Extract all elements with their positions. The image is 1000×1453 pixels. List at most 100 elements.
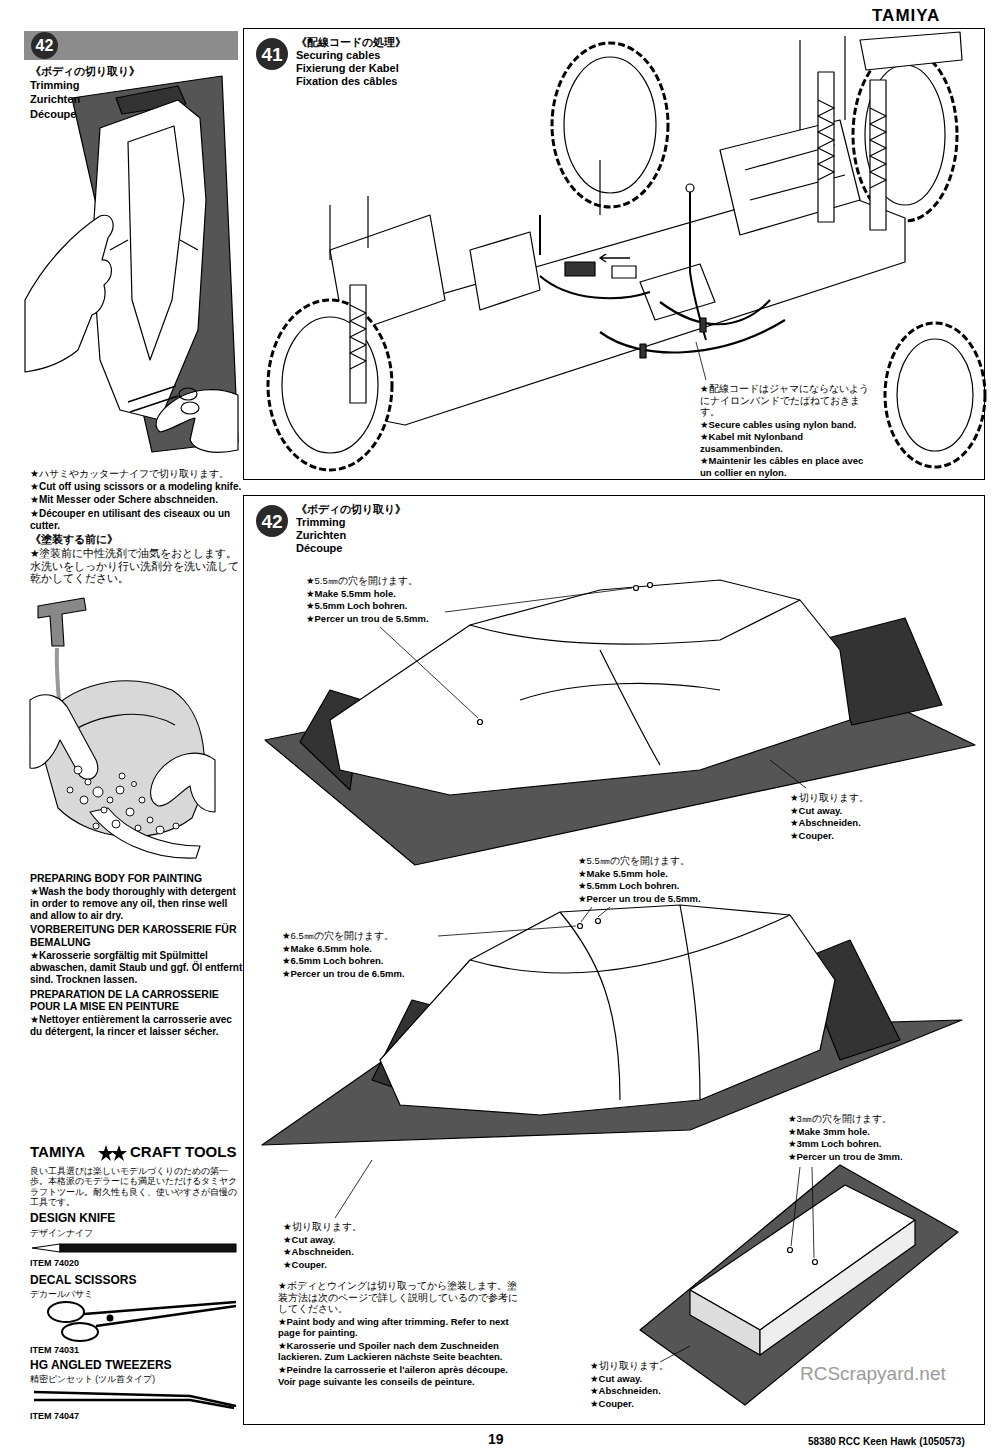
washing-illustration: [156, 826, 164, 834]
painting-note: ★Peindre la carrosserie et l'aileron apr…: [278, 1364, 518, 1387]
trimming-illustration: [128, 126, 184, 360]
body-shell-illustration: [262, 580, 975, 1405]
callout-note: ★Couper.: [590, 1398, 680, 1410]
chassis-illustration: [660, 300, 770, 324]
callout-note: ★Percer un trou de 6.5mm.: [282, 968, 437, 980]
callout-note: ★6.5㎜の穴を開けます。: [282, 930, 437, 942]
body-shell-illustration: [634, 586, 639, 591]
step-number: 41: [256, 38, 288, 70]
washing-illustration: [173, 823, 179, 829]
leader-line: [581, 907, 592, 922]
instruction-note: ★Mit Messer oder Schere abschneiden.: [30, 494, 245, 506]
tool-name: 精密ピンセット (ツル首タイプ): [30, 1374, 240, 1384]
body-shell-illustration: [380, 905, 835, 1115]
step-number: 42: [256, 505, 288, 537]
heading-text: Découpe: [296, 542, 406, 555]
callout-note: ★配線コードはジャマにならないようにナイロンバンドでたばねておきます。: [700, 383, 870, 418]
washing-illustration: [112, 820, 120, 828]
item-number: ITEM 74047: [30, 1411, 240, 1422]
body-shell-illustration: [578, 924, 583, 929]
body-shell-illustration: [813, 1260, 818, 1265]
sidebar-band: [24, 31, 238, 60]
washing-illustration: [93, 787, 103, 797]
washing-illustration: [119, 773, 125, 779]
heading-text: Trimming: [296, 516, 406, 529]
star-symbol: [98, 1145, 127, 1161]
section-heading: VORBEREITUNG DER KAROSSERIE FÜR BEMALUNG: [30, 923, 245, 949]
body-shell-illustration: [760, 1220, 915, 1355]
item-number: ITEM 74020: [30, 1258, 240, 1269]
instruction-note: ★Karosserie sorgfältig mit Spülmittel ab…: [30, 950, 245, 987]
washing-illustration: [126, 808, 134, 816]
design-knife-drawing: [32, 1244, 60, 1252]
heading-text: Fixation des câbles: [296, 75, 406, 88]
design-knife-drawing: [60, 1244, 236, 1252]
leader-line: [812, 1167, 814, 1258]
chassis-illustration: [690, 272, 706, 340]
callout-note: ★Make 3mm hole.: [788, 1126, 948, 1138]
chassis-illustration: [870, 80, 886, 230]
page-number: 19: [488, 1431, 518, 1448]
callout-note: ★6.5mm Loch bohren.: [282, 955, 437, 967]
chassis-illustration: [599, 160, 600, 215]
callout-note: ★3㎜の穴を開けます。: [788, 1113, 948, 1125]
heading-text: 《配線コードの処理》: [296, 36, 406, 49]
painting-note: ★ボディとウイングは切り取ってから塗装します。塗装方法は次のページで詳しく説明し…: [278, 1280, 518, 1315]
washing-illustration: [67, 766, 179, 834]
tool-name: デザインナイフ: [30, 1228, 240, 1238]
leader-line: [791, 1167, 800, 1246]
washing-illustration: [116, 786, 124, 794]
chassis-illustration: [470, 232, 540, 310]
section-heading: PREPARING BODY FOR PAINTING: [30, 872, 245, 885]
callout-note: ★Cut away.: [283, 1234, 403, 1246]
washing-illustration: [90, 808, 200, 858]
chassis-illustration: [640, 264, 715, 320]
heading-text: 《ボディの切り取り》: [296, 503, 406, 516]
instruction-note: ★Découper en utilisant des ciseaux ou un…: [30, 508, 245, 532]
tool-name: DESIGN KNIFE: [30, 1211, 240, 1226]
trimming-illustration: [92, 100, 206, 420]
washing-illustration: [93, 823, 99, 829]
tools-heading: CRAFT TOOLS: [130, 1143, 242, 1161]
callout-note: ★Percer un trou de 3mm.: [788, 1151, 948, 1163]
painting-note: ★Paint body and wing after trimming. Ref…: [278, 1316, 518, 1339]
chassis-illustration: [818, 72, 834, 222]
item-number: ITEM 74031: [30, 1345, 240, 1356]
step-number: 42: [31, 32, 58, 59]
callout-note: ★Couper.: [283, 1259, 403, 1271]
washing-illustration: [151, 753, 215, 812]
scissors-drawing: [48, 1302, 84, 1322]
chassis-illustration: [818, 100, 834, 180]
callout-note: ★Cut away.: [790, 805, 900, 817]
chassis-illustration: [564, 57, 656, 193]
body-shell-illustration: [648, 583, 653, 588]
tool-name: HG ANGLED TWEEZERS: [30, 1358, 240, 1373]
instruction-note: ★Wash the body thoroughly with detergent…: [30, 886, 245, 923]
step-number-text: 42: [261, 512, 282, 531]
chassis-illustration: [696, 342, 706, 380]
trimming-illustration: [110, 240, 198, 250]
painting-note: ★Karosserie und Spoiler nach dem Zuschne…: [278, 1340, 518, 1363]
chassis-illustration: [600, 254, 630, 262]
body-shell-illustration: [478, 720, 483, 725]
callout-note: ★Make 5.5mm hole.: [578, 868, 738, 880]
trimming-illustration: [179, 388, 197, 400]
watermark: RCScrapyard.net: [800, 1362, 990, 1385]
scissors-drawing: [108, 1316, 113, 1321]
chassis-illustration: [897, 339, 973, 451]
callout-note: ★切り取ります。: [790, 792, 900, 804]
chassis-illustration: [268, 32, 985, 470]
step-heading: 《配線コードの処理》Securing cablesFixierung der K…: [296, 36, 406, 88]
tool-name: DECAL SCISSORS: [30, 1273, 240, 1288]
scissors-drawing: [48, 1302, 236, 1341]
chassis-illustration: [329, 205, 330, 260]
body-shell-illustration: [560, 905, 700, 1100]
chassis-illustration: [268, 300, 392, 470]
washing-illustration: [30, 695, 98, 780]
chassis-illustration: [565, 262, 595, 276]
step-heading: Zurichten: [30, 93, 230, 106]
callout-note: ★切り取ります。: [283, 1221, 403, 1233]
callout-note: ★Kabel mit Nylonband zusammenbinden.: [700, 431, 870, 454]
